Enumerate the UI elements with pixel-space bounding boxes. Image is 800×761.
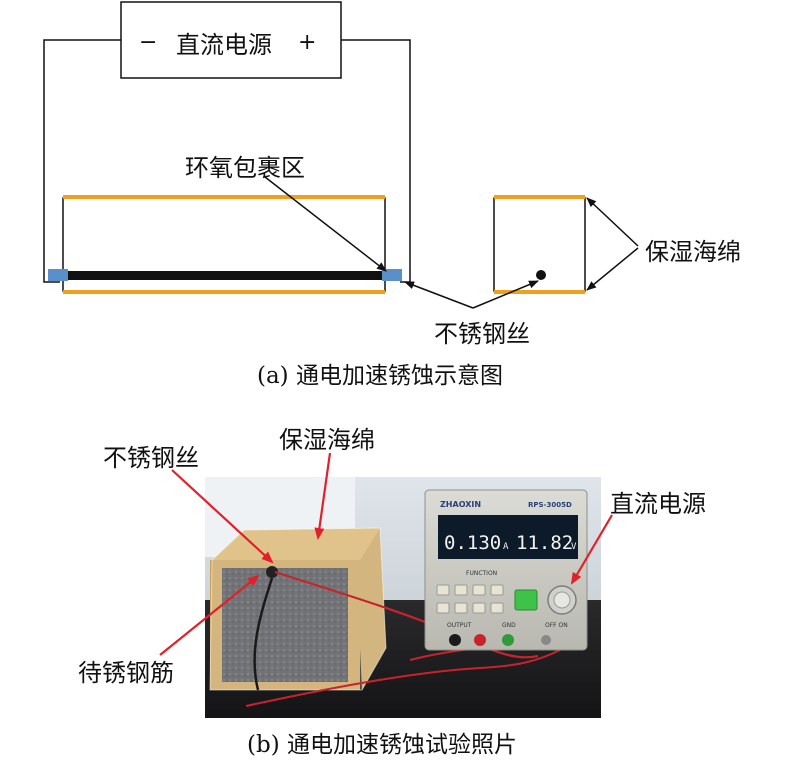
rebar-label-b: 待锈钢筋 (78, 659, 174, 687)
psu-terminal-green[interactable] (502, 634, 514, 646)
psu-function-label: FUNCTION (466, 570, 497, 577)
wire-dot (536, 270, 546, 280)
schematic-diagram (43, 1, 639, 309)
psu-gnd-label: GND (502, 622, 516, 629)
psu-current-unit: A (503, 542, 509, 552)
plastic-wrap (209, 527, 387, 691)
wire-arrow-photo (171, 469, 274, 564)
wire-clip (266, 566, 278, 578)
cross-section-sponge-top (494, 195, 585, 199)
sponge-strip-top (63, 195, 385, 199)
wire-arrow-right (472, 280, 539, 309)
specimen-top-face (212, 528, 380, 566)
sponge-strip-bottom (63, 290, 385, 294)
psu-label-b: 直流电源 (610, 490, 706, 518)
psu-model: RPS-3005D (528, 501, 572, 509)
psu-arrow-photo (570, 514, 613, 585)
psu-button-8[interactable] (490, 602, 504, 614)
wire-arrow-left (404, 281, 474, 309)
black-lead-wire (253, 577, 274, 691)
epoxy-arrow (264, 176, 387, 272)
plus-sign: + (298, 30, 317, 55)
wire-label-b: 不锈钢丝 (103, 444, 199, 472)
power-supply-unit: ZHAOXIN RPS-3005D 0.130 A 11.82 V FUNCTI… (424, 489, 588, 651)
specimen-photo (209, 527, 387, 691)
rebar-bar (65, 271, 387, 280)
psu-power-switch[interactable] (541, 635, 551, 645)
epoxy-end-right (382, 269, 402, 281)
power-supply-label: 直流电源 (176, 31, 272, 59)
psu-brand: ZHAOXIN (440, 500, 481, 509)
psu-button-6[interactable] (454, 602, 468, 614)
psu-output-button[interactable] (514, 589, 538, 611)
psu-off-on-label: OFF ON (545, 622, 568, 629)
sponge-label-a: 保湿海绵 (645, 238, 741, 266)
psu-current-display: 0.130 (444, 532, 501, 554)
psu-button-3[interactable] (472, 584, 486, 596)
psu-button-1[interactable] (436, 584, 450, 596)
circuit-wire-left (43, 39, 121, 283)
wire-label-a: 不锈钢丝 (434, 320, 530, 348)
red-lead-wire-2 (245, 649, 561, 707)
psu-button-2[interactable] (454, 584, 468, 596)
caption-a: (a) 通电加速锈蚀示意图 (257, 363, 503, 389)
sponge-arrow-top (586, 197, 639, 247)
psu-voltage-display: 11.82 (516, 532, 573, 554)
power-supply-box (120, 1, 342, 79)
sponge-arrow-bottom (586, 247, 639, 291)
rebar-arrow-photo (159, 574, 260, 656)
psu-button-7[interactable] (472, 602, 486, 614)
epoxy-label: 环氧包裹区 (185, 154, 305, 182)
psu-output-label: OUTPUT (447, 622, 472, 629)
cross-section-sponge-bottom (494, 290, 585, 294)
psu-button-4[interactable] (490, 584, 504, 596)
psu-button-5[interactable] (436, 602, 450, 614)
psu-terminal-black[interactable] (449, 634, 461, 646)
psu-display-panel (438, 515, 578, 559)
psu-voltage-unit: V (571, 542, 577, 552)
epoxy-end-left (48, 269, 68, 281)
minus-sign: − (139, 30, 158, 55)
sponge-arrow-photo (314, 452, 332, 540)
psu-knob-cap (553, 591, 571, 609)
specimen-side-face (356, 528, 386, 690)
sponge-label-b: 保湿海绵 (279, 426, 375, 454)
psu-terminal-red[interactable] (474, 634, 486, 646)
caption-b: (b) 通电加速锈蚀试验照片 (247, 732, 517, 758)
